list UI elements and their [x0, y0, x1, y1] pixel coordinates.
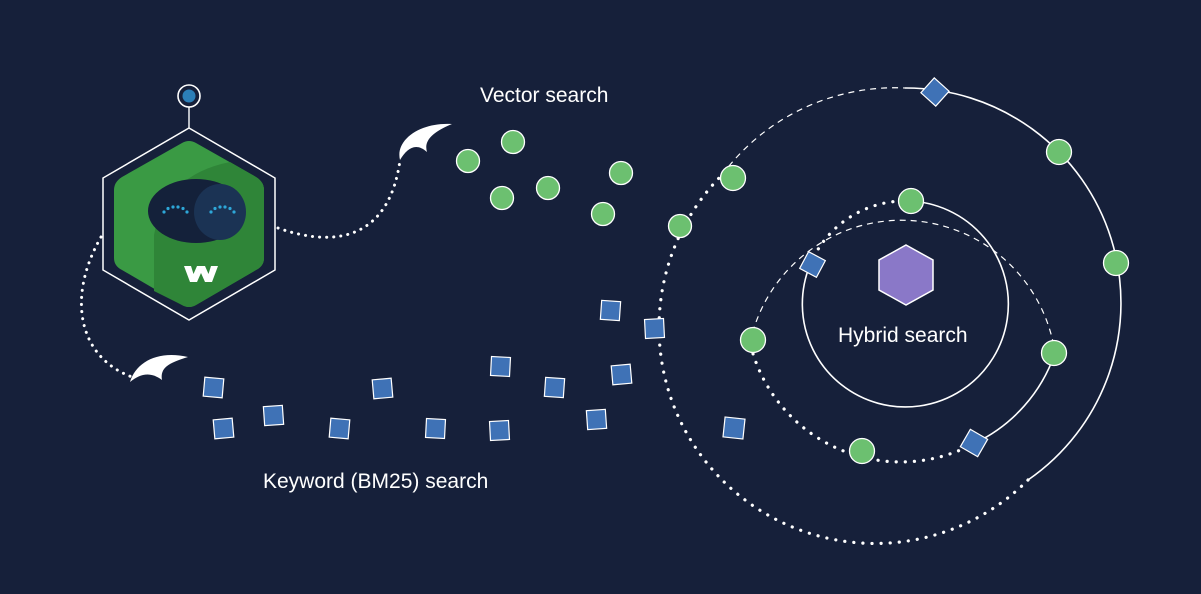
vector-points	[455, 129, 1130, 465]
square-icon	[798, 250, 827, 279]
circle-icon	[719, 164, 747, 192]
circle-icon	[590, 201, 616, 227]
vector-search-label: Vector search	[480, 84, 609, 107]
circle-icon	[455, 148, 481, 174]
square-icon	[371, 377, 394, 400]
weaviate-logo-icon	[184, 266, 218, 282]
square-icon	[920, 77, 950, 107]
hexagon-icon	[878, 244, 934, 306]
circle-icon	[1045, 138, 1073, 166]
square-icon	[959, 428, 989, 458]
circle-icon	[500, 129, 526, 155]
vector-connector	[276, 158, 402, 239]
robot-face-inner	[194, 184, 246, 240]
robot-outline	[102, 127, 276, 321]
inner-orbit-solid	[801, 200, 1010, 408]
swoosh-arrow-icon	[130, 354, 188, 382]
inner-orbit-dotted	[808, 199, 910, 267]
square-icon	[212, 417, 235, 440]
square-icon	[610, 363, 633, 386]
keyword-connector	[79, 235, 137, 380]
circle-icon	[848, 437, 876, 465]
hybrid-search-label: Hybrid search	[838, 324, 968, 347]
swoosh-arrow-icon	[399, 123, 452, 160]
orbits	[657, 87, 1122, 546]
square-icon	[599, 299, 622, 322]
circle-icon	[667, 213, 693, 239]
circle-icon	[897, 187, 925, 215]
middle-orbit-dashed	[749, 219, 1056, 354]
robot-eyes	[162, 205, 236, 214]
square-icon	[643, 317, 666, 340]
circle-icon	[739, 326, 767, 354]
connectors	[79, 158, 402, 380]
outer-orbit-dotted	[657, 173, 1030, 546]
square-icon	[424, 417, 447, 440]
outer-orbit-dashed	[721, 87, 906, 176]
square-icon	[585, 408, 608, 431]
circle-icon	[608, 160, 634, 186]
square-icon	[328, 417, 351, 440]
circle-icon	[535, 175, 561, 201]
antenna-icon	[177, 84, 201, 108]
circle-icon	[1102, 249, 1130, 277]
square-icon	[262, 404, 285, 427]
keyword-points	[202, 77, 989, 458]
outer-orbit-solid	[904, 87, 1122, 481]
weaviate-robot-icon	[102, 84, 276, 321]
square-icon	[488, 419, 511, 442]
square-icon	[489, 355, 512, 378]
circle-icon	[1040, 339, 1068, 367]
keyword-search-label: Keyword (BM25) search	[263, 470, 489, 493]
square-icon	[202, 376, 225, 399]
square-icon	[543, 376, 566, 399]
circle-icon	[489, 185, 515, 211]
square-icon	[722, 416, 746, 440]
middle-orbit-solid	[974, 352, 1056, 444]
